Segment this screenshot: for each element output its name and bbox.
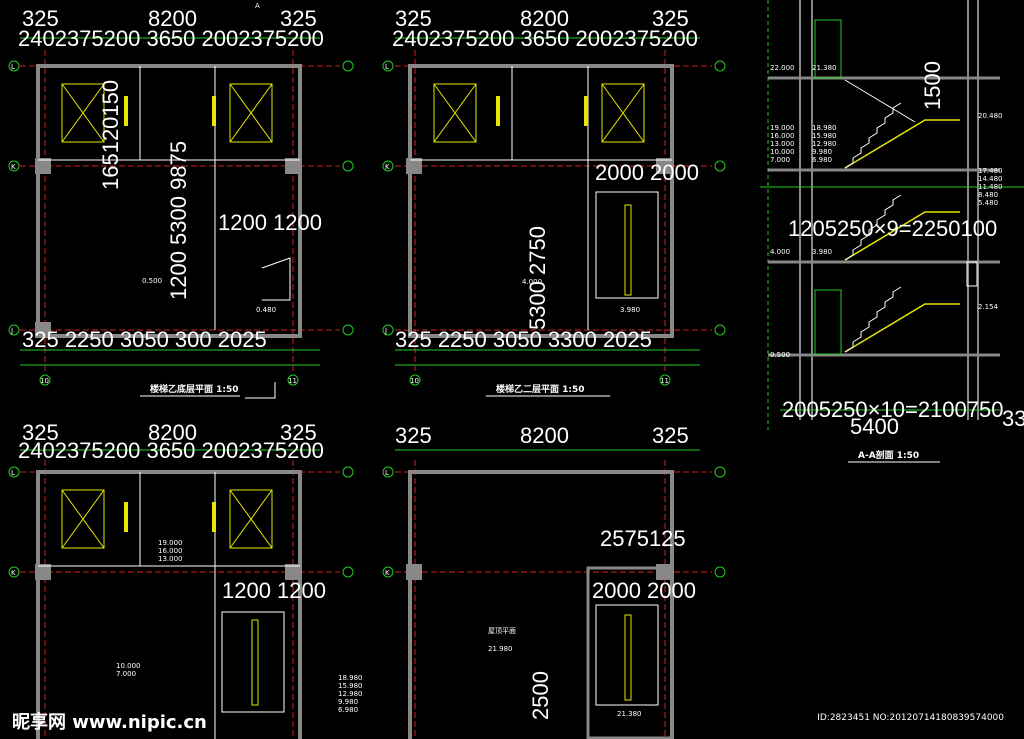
plan1-bottom-dims: 325 2250 3050 300 2025 bbox=[22, 327, 267, 352]
section-level-right-4: 8.480 bbox=[978, 191, 998, 199]
plan4-dim-a: 2575125 bbox=[600, 526, 686, 551]
plan1-top-mid-dim: 8200 bbox=[148, 6, 197, 31]
section-level-left-1: 19.000 bbox=[770, 124, 795, 132]
section-level-left2-6: 3.980 bbox=[812, 248, 832, 256]
plan2-top-mid-dim: 8200 bbox=[520, 6, 569, 31]
section-level-right-0: 20.480 bbox=[978, 112, 1003, 120]
plan3-level-right-0: 18.980 bbox=[338, 674, 363, 682]
plan4-flight-dims: 2000 2000 bbox=[592, 578, 696, 603]
plan2-flight-dims: 2000 2000 bbox=[595, 160, 699, 185]
section-stair-dim: 1205250×9=2250100 bbox=[788, 216, 997, 241]
plan3-level-right-4: 6.980 bbox=[338, 706, 358, 714]
plan2-top-right-dim: 325 bbox=[652, 6, 689, 31]
section-a-a: 22.000 19.000 16.000 13.000 10.000 7.000… bbox=[255, 0, 1024, 463]
plan-ground-floor: 325 8200 325 2402375200 3650 2002375200 … bbox=[8, 6, 354, 399]
plan1-side-dims: 165120150 bbox=[98, 80, 123, 190]
section-level-right-6: 2.154 bbox=[978, 303, 999, 311]
plan3-level-right-2: 12.980 bbox=[338, 690, 363, 698]
section-level-left-3: 13.000 bbox=[770, 140, 795, 148]
plan1-grid-11: 11 bbox=[288, 377, 297, 385]
plan4-vert-dims: 2500 bbox=[528, 671, 553, 720]
section-level-left-0: 22.000 bbox=[770, 64, 795, 72]
section-level-left2-5: 6.980 bbox=[812, 156, 832, 164]
section-level-right-3: 11.480 bbox=[978, 183, 1003, 191]
plan3-level-left-3: 10.000 bbox=[116, 662, 141, 670]
plan2-top-left-dim: 325 bbox=[395, 6, 432, 31]
section-level-left-7: 0.500 bbox=[770, 351, 790, 359]
watermark: 昵享网 www.nipic.cn bbox=[12, 712, 207, 733]
plan3-grid-k: K bbox=[11, 569, 16, 577]
plan1-title: 楼梯乙底层平面 1:50 bbox=[150, 383, 239, 395]
image-id-label: ID:2823451 NO:20120714180839574000 bbox=[817, 713, 1004, 723]
plan4-stair-run bbox=[595, 604, 659, 706]
plan1-level-a: 0.500 bbox=[142, 277, 162, 285]
section-level-left-6: 4.000 bbox=[770, 248, 790, 256]
plan3-level-left-0: 19.000 bbox=[158, 539, 183, 547]
plan4-grid-k: K bbox=[385, 569, 390, 577]
section-right-cut: 33 bbox=[1002, 406, 1024, 431]
plan2-level-b: 3.980 bbox=[620, 306, 640, 314]
section-level-right-5: 5.480 bbox=[978, 199, 998, 207]
plan1-flight-dims: 1200 1200 bbox=[218, 210, 322, 235]
plan2-grid-l: L bbox=[385, 63, 389, 71]
plan4-top-mid-dim: 8200 bbox=[520, 423, 569, 448]
plan3-level-right-3: 9.980 bbox=[338, 698, 358, 706]
plan4-top-left-dim: 325 bbox=[395, 423, 432, 448]
section-bottom-sub: 5400 bbox=[850, 414, 899, 439]
plan3-flight-dims: 1200 1200 bbox=[222, 578, 326, 603]
plan2-bottom-dims: 325 2250 3050 3300 2025 bbox=[395, 327, 652, 352]
section-level-left2-1: 18.980 bbox=[812, 124, 837, 132]
plan3-top-mid-dim: 8200 bbox=[148, 420, 197, 445]
plan1-grid-l: L bbox=[11, 63, 15, 71]
plan3-level-left-1: 16.000 bbox=[158, 547, 183, 555]
plan3-level-left-4: 7.000 bbox=[116, 670, 136, 678]
plan4-level-a: 21.980 bbox=[488, 645, 513, 653]
plan1-grid-k: K bbox=[11, 163, 16, 171]
plan3-stair-run bbox=[221, 611, 285, 713]
plan2-vert-dims: 5300 2750 bbox=[525, 226, 550, 330]
plan1-vert-dims: 1200 5300 9875 bbox=[166, 141, 191, 300]
plan3-level-left-2: 13.000 bbox=[158, 555, 183, 563]
section-level-left-4: 10.000 bbox=[770, 148, 795, 156]
plan1-top-right-dim: 325 bbox=[280, 6, 317, 31]
section-level-right-2: 14.480 bbox=[978, 175, 1003, 183]
plan2-grid-10: 10 bbox=[410, 377, 419, 385]
plan4-top-right-dim: 325 bbox=[652, 423, 689, 448]
section-level-left2-0: 21.380 bbox=[812, 64, 837, 72]
plan-roof: 325 8200 325 L K 2575125 2000 2000 2500 … bbox=[382, 423, 726, 739]
section-level-left2-3: 12.980 bbox=[812, 140, 837, 148]
section-level-left-2: 16.000 bbox=[770, 132, 795, 140]
plan2-level-a: 4.000 bbox=[522, 278, 542, 286]
plan4-room-label: 屋顶平面 bbox=[488, 627, 516, 635]
plan4-grid-l: L bbox=[385, 469, 389, 477]
plan2-title: 楼梯乙二层平面 1:50 bbox=[496, 383, 585, 395]
plan1-top-dims: 2402375200 3650 2002375200 bbox=[18, 26, 324, 51]
plan1-top-left-dim: 325 bbox=[22, 6, 59, 31]
section-title: A-A剖面 1:50 bbox=[858, 449, 919, 461]
section-level-left-5: 7.000 bbox=[770, 156, 790, 164]
section-level-left2-4: 9.980 bbox=[812, 148, 832, 156]
section-bottom-dims: 2005250×10=2100750 bbox=[782, 397, 1003, 422]
plan1-grid-j: J bbox=[10, 327, 13, 335]
plan3-grid-l: L bbox=[11, 469, 15, 477]
plan1-level-b: 0.480 bbox=[256, 306, 276, 314]
plan4-level-b: 21.380 bbox=[617, 710, 642, 718]
plan3-top-dims: 2402375200 3650 2002375200 bbox=[18, 438, 324, 463]
plan1-grid-10: 10 bbox=[40, 377, 49, 385]
plan-typical-floor: 325 8200 325 2402375200 3650 2002375200 … bbox=[8, 420, 363, 739]
plan3-level-right-1: 15.980 bbox=[338, 682, 363, 690]
plan-second-floor: 325 8200 325 2402375200 3650 2002375200 … bbox=[382, 6, 726, 397]
section-level-left2-2: 15.980 bbox=[812, 132, 837, 140]
plan3-top-right-dim: 325 bbox=[280, 420, 317, 445]
plan3-top-left-dim: 325 bbox=[22, 420, 59, 445]
section-vert-dim: 1500 bbox=[920, 61, 945, 110]
plan2-top-dims: 2402375200 3650 2002375200 bbox=[392, 26, 698, 51]
plan2-stair-run bbox=[595, 191, 659, 299]
section-level-right-1: 17.480 bbox=[978, 167, 1003, 175]
section-marker-a: A bbox=[255, 2, 260, 10]
plan2-grid-k: K bbox=[385, 163, 390, 171]
plan2-grid-11: 11 bbox=[660, 377, 669, 385]
plan2-grid-j: J bbox=[384, 327, 387, 335]
